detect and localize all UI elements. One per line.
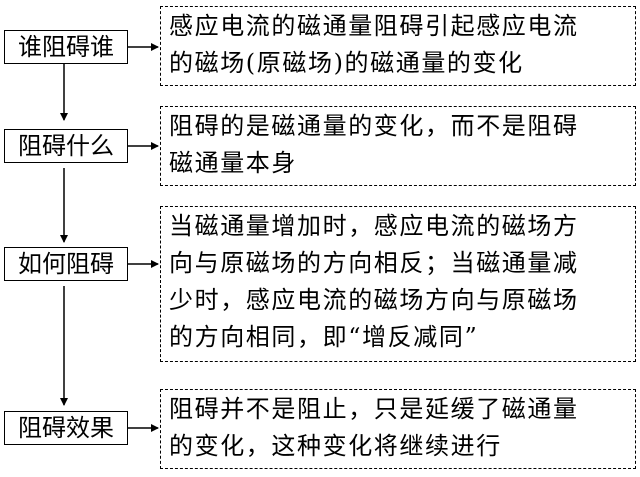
node-label-what-hinders: 阻碍什么	[4, 129, 128, 163]
description-line: 的磁场(原磁场)的磁通量的变化	[169, 49, 524, 77]
node-description-how-hinders: 当磁通量增加时，感应电流的磁场方 向与原磁场的方向相反；当磁通量减 少时，感应电…	[160, 206, 636, 362]
node-label-hinder-effect: 阻碍效果	[4, 411, 128, 445]
node-label-text: 阻碍效果	[18, 414, 114, 442]
description-line: 少时，感应电流的磁场方向与原磁场	[169, 286, 579, 314]
node-label-who-hinders-whom: 谁阻碍谁	[4, 30, 128, 64]
description-line: 感应电流的磁通量阻碍引起感应电流	[169, 12, 579, 40]
description-line: 磁通量本身	[169, 149, 297, 177]
node-label-text: 谁阻碍谁	[18, 33, 114, 61]
node-description-who-hinders-whom: 感应电流的磁通量阻碍引起感应电流 的磁场(原磁场)的磁通量的变化	[160, 6, 636, 86]
description-line: 阻碍并不是阻止，只是延缓了磁通量	[169, 395, 579, 423]
node-description-what-hinders: 阻碍的是磁通量的变化，而不是阻碍 磁通量本身	[160, 106, 636, 186]
description-line: 的方向相同，即“增反减同”	[169, 323, 479, 351]
node-label-text: 如何阻碍	[18, 250, 114, 278]
node-label-how-hinders: 如何阻碍	[4, 247, 128, 281]
description-line: 的变化，这种变化将继续进行	[169, 432, 502, 460]
description-line: 阻碍的是磁通量的变化，而不是阻碍	[169, 112, 579, 140]
description-line: 当磁通量增加时，感应电流的磁场方	[169, 212, 579, 240]
node-label-text: 阻碍什么	[18, 132, 114, 160]
node-description-hinder-effect: 阻碍并不是阻止，只是延缓了磁通量 的变化，这种变化将继续进行	[160, 389, 636, 469]
description-line: 向与原磁场的方向相反；当磁通量减	[169, 249, 579, 277]
